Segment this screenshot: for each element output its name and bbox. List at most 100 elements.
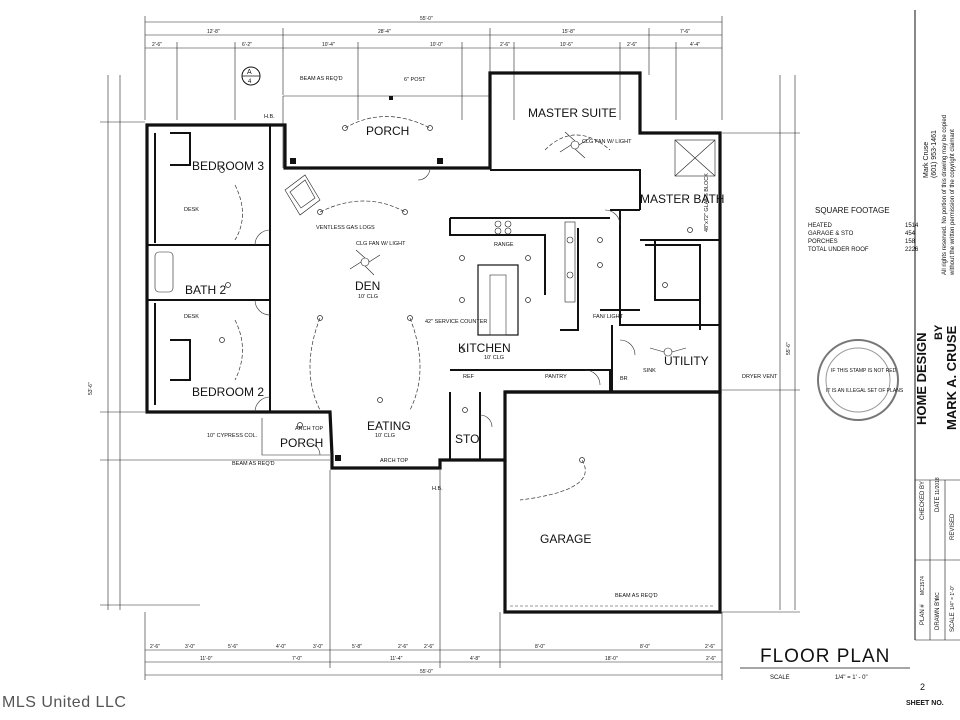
note-sink: SINK: [643, 368, 656, 374]
note-post: 6" POST: [404, 77, 426, 83]
tb-date-value: 11/2018: [935, 477, 941, 495]
tb-checked-by: CHECKED BY: [920, 481, 926, 520]
dim-top-seg3: 15'-8": [562, 29, 575, 35]
porch-posts: [290, 96, 443, 461]
note-service-counter: 42" SERVICE COUNTER: [425, 319, 487, 325]
top-dimension-lines: [144, 16, 723, 120]
eating-ceiling-label: 10' CLG: [375, 433, 395, 439]
designer-rights-2: without the written permission of the co…: [950, 129, 956, 276]
ceiling-fan-icon: [559, 131, 591, 159]
den-ceiling-label: 10' CLG: [358, 294, 378, 300]
interior-walls: [147, 125, 720, 460]
room-label-master-bath: MASTER BATH: [640, 192, 724, 206]
ceiling-fan-icon: [649, 347, 687, 357]
sqft-value-0: 1514: [905, 223, 919, 229]
dim-left-total: 53'-6": [88, 382, 94, 395]
dim-top-seg4: 7'-6": [680, 29, 690, 35]
bottom-dimension-lines: [144, 470, 723, 680]
designer-name: Mark Cruse: [923, 142, 930, 178]
light-fixtures: [219, 125, 693, 463]
room-label-bedroom3: BEDROOM 3: [192, 159, 264, 173]
sqft-value-3: 2226: [905, 247, 919, 253]
ceiling-fan-icon: [349, 249, 381, 276]
tb-drawn-by: DRAWN BY: [935, 598, 941, 630]
mls-watermark: MLS United LLC: [2, 694, 127, 711]
note-beam-garage: BEAM AS REQ'D: [615, 593, 658, 599]
dim-top-overall: 55'-0": [420, 16, 433, 22]
dim-top-row2-3: 10'-0": [430, 42, 443, 48]
room-label-master-suite: MASTER SUITE: [528, 106, 617, 120]
room-label-eating: EATING: [367, 419, 411, 433]
tb-date: DATE: [935, 496, 941, 512]
copyright-stamp: IF THIS STAMP IS NOT RED IT IS AN ILLEGA…: [817, 339, 904, 421]
sqft-label-3: TOTAL UNDER ROOF: [808, 247, 869, 253]
note-vent-logs: VENTLESS GAS LOGS: [316, 225, 375, 231]
dim-top-row2-5: 10'-6": [560, 42, 573, 48]
room-label-sto: STO: [455, 432, 479, 446]
dim-bottom-row2-5: 2'-6": [706, 656, 716, 662]
dim-bottom-row1-0: 2'-6": [150, 644, 160, 650]
dim-top-row2-1: 6'-2": [242, 42, 252, 48]
dim-bottom-row1: 2'-6" 3'-0" 5'-6" 4'-0" 3'-0" 5'-8" 2'-6…: [150, 644, 715, 650]
brand-line-1: HOME DESIGN: [914, 333, 929, 425]
room-label-den: DEN: [355, 279, 380, 293]
brand-line-3: MARK A. CRUSE: [944, 325, 959, 430]
dim-top-row2-2: 10'-4": [322, 42, 335, 48]
dim-top-row2-0: 2'-6": [152, 42, 162, 48]
kitchen-island: [477, 264, 519, 336]
dim-bottom-row2-0: 11'-0": [200, 656, 213, 662]
tb-sheet-no: SHEET NO.: [906, 700, 944, 707]
door-swings: [254, 167, 636, 456]
designer-phone: (601) 953-1461: [931, 130, 938, 178]
sqft-label-0: HEATED: [808, 223, 833, 229]
vanity-master: [564, 221, 576, 303]
note-glass-block: 48"x72" GLASS BLOCK: [704, 173, 710, 232]
bathtub-bath2: [154, 251, 174, 293]
note-pantry: PANTRY: [545, 374, 567, 380]
section-marker: A 4: [241, 66, 261, 86]
tb-scale: SCALE: [950, 612, 956, 632]
exterior-walls: [145, 71, 722, 614]
sqft-label-1: GARAGE & STO: [808, 231, 854, 237]
note-arch-top-1: ARCH TOP: [295, 426, 324, 432]
dim-bottom-row1-1: 3'-0": [185, 644, 195, 650]
dim-bottom-row1-4: 3'-0": [313, 644, 323, 650]
dim-top-row2-6: 2'-6": [627, 42, 637, 48]
floor-plan-title-block: FLOOR PLAN SCALE 1/4" = 1' - 0": [740, 646, 910, 681]
note-dryer-vent: DRYER VENT: [742, 374, 778, 380]
tb-scale-value: 1/4" = 1'-0": [950, 585, 956, 610]
tb-drawn-value: MC: [935, 592, 941, 600]
floor-plan-title: FLOOR PLAN: [760, 646, 890, 667]
tb-plan-no: PLAN #: [920, 604, 926, 625]
stamp-line-1: IF THIS STAMP IS NOT RED: [831, 368, 897, 374]
note-clg-fan-master: CLG FAN W/ LIGHT: [582, 139, 632, 145]
stamp-line-2: IT IS AN ILLEGAL SET OF PLANS: [826, 388, 904, 394]
dim-bottom-row1-6: 2'-6": [398, 644, 408, 650]
brand-line-2: BY: [933, 324, 945, 340]
section-marker-num: 4: [248, 79, 252, 85]
floor-plan-scale-value: 1/4" = 1' - 0": [835, 675, 868, 681]
fireplace: [284, 174, 321, 216]
range-burners: [494, 220, 512, 235]
note-range: RANGE: [494, 242, 514, 248]
note-cypress-col: 10" CYPRESS COL.: [207, 433, 258, 439]
dim-bottom-row2-4: 18'-0": [605, 656, 618, 662]
title-border: [914, 10, 960, 641]
note-desk-1: DESK: [184, 207, 199, 213]
dim-bottom-row1-10: 2'-6": [705, 644, 715, 650]
dim-bottom-row1-2: 5'-6": [228, 644, 238, 650]
room-label-utility: UTILITY: [664, 354, 709, 368]
dim-bottom-row2-1: 7'-0": [292, 656, 302, 662]
dim-top-row2-7: 4'-4": [690, 42, 700, 48]
dim-right-total: 55'-6": [786, 342, 792, 355]
designer-rights-1: All rights reserved. No portion of this …: [942, 115, 948, 275]
master-bath-text: MASTER BATH: [640, 192, 724, 206]
sqft-label-2: PORCHES: [808, 239, 838, 245]
room-label-kitchen: KITCHEN: [458, 341, 511, 355]
dim-bottom-row1-7: 2'-6": [424, 644, 434, 650]
note-arch-top-2: ARCH TOP: [380, 458, 409, 464]
dim-bottom-row2: 11'-0" 7'-0" 11'-4" 4'-8" 18'-0" 2'-6": [200, 656, 716, 662]
note-beam-top: BEAM AS REQ'D: [300, 76, 343, 82]
tb-sheet-value: 2: [920, 682, 925, 692]
